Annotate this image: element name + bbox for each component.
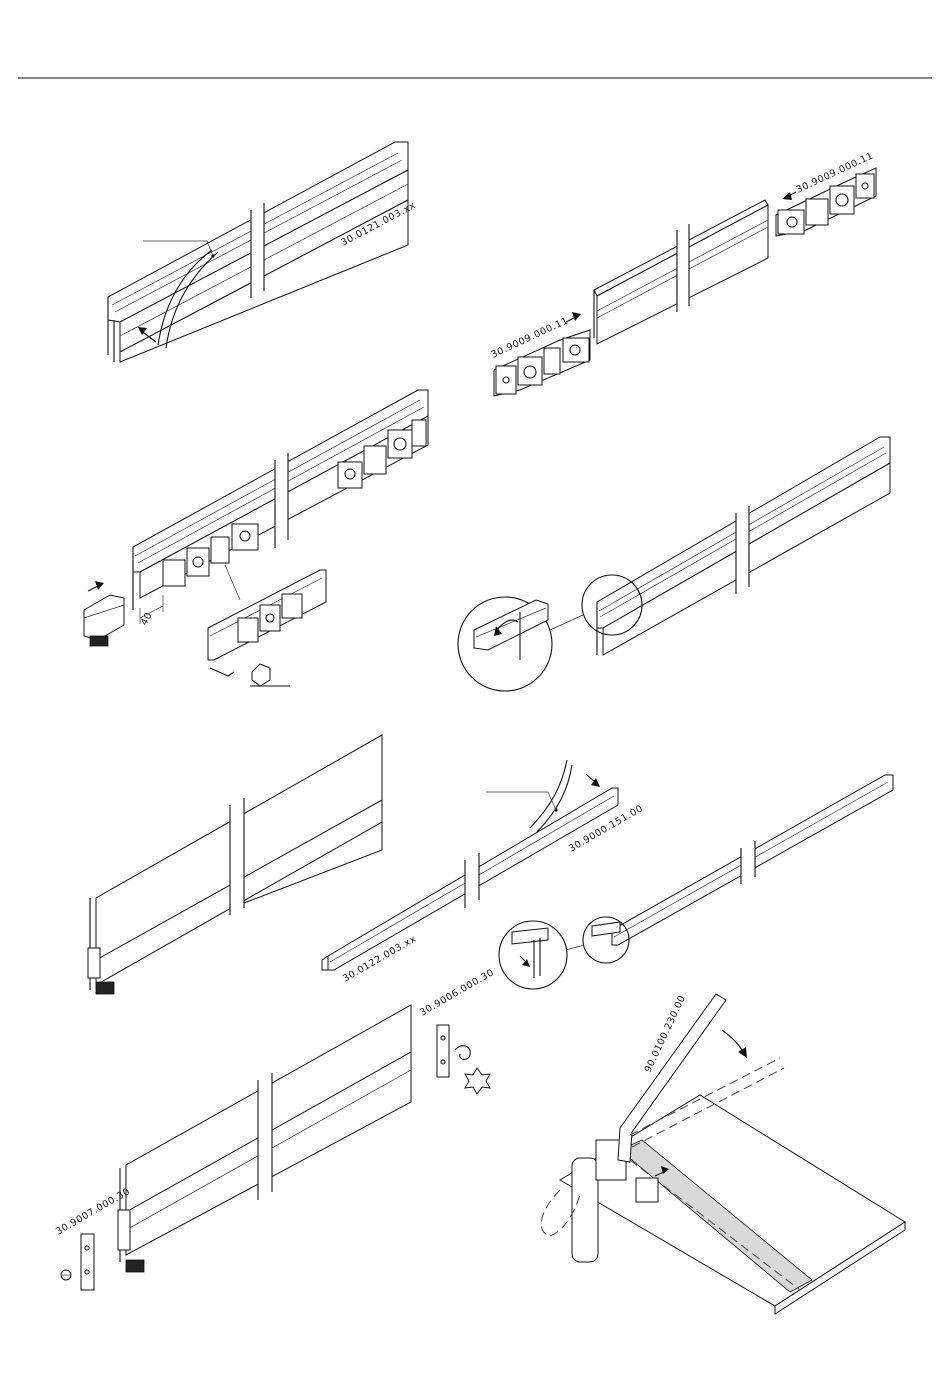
- step-1-track-profile: 30.0121.003.xx: [108, 142, 418, 362]
- step-8-end-caps: 30.9006.000.30 30.9007.000.30: [54, 967, 496, 1290]
- step-3-positioning: 40: [84, 390, 428, 686]
- end-cap-right: [437, 1025, 490, 1094]
- end-cap-left: [61, 1234, 94, 1290]
- end-stop: [84, 581, 124, 646]
- carriage-left: [494, 330, 590, 396]
- step-4-seal-detail: [458, 437, 890, 691]
- label-dimension: 40: [139, 611, 155, 628]
- step-2-carriages: 30.9009.000.11 30.9009.000.11: [490, 150, 876, 396]
- label-end-cap-right: 30.9006.000.30: [418, 967, 496, 1019]
- step-7-clip-profile: [499, 775, 893, 989]
- step-9-lever-tool: 90.0100.230.00: [541, 994, 905, 1314]
- detail-fixing: [208, 565, 326, 686]
